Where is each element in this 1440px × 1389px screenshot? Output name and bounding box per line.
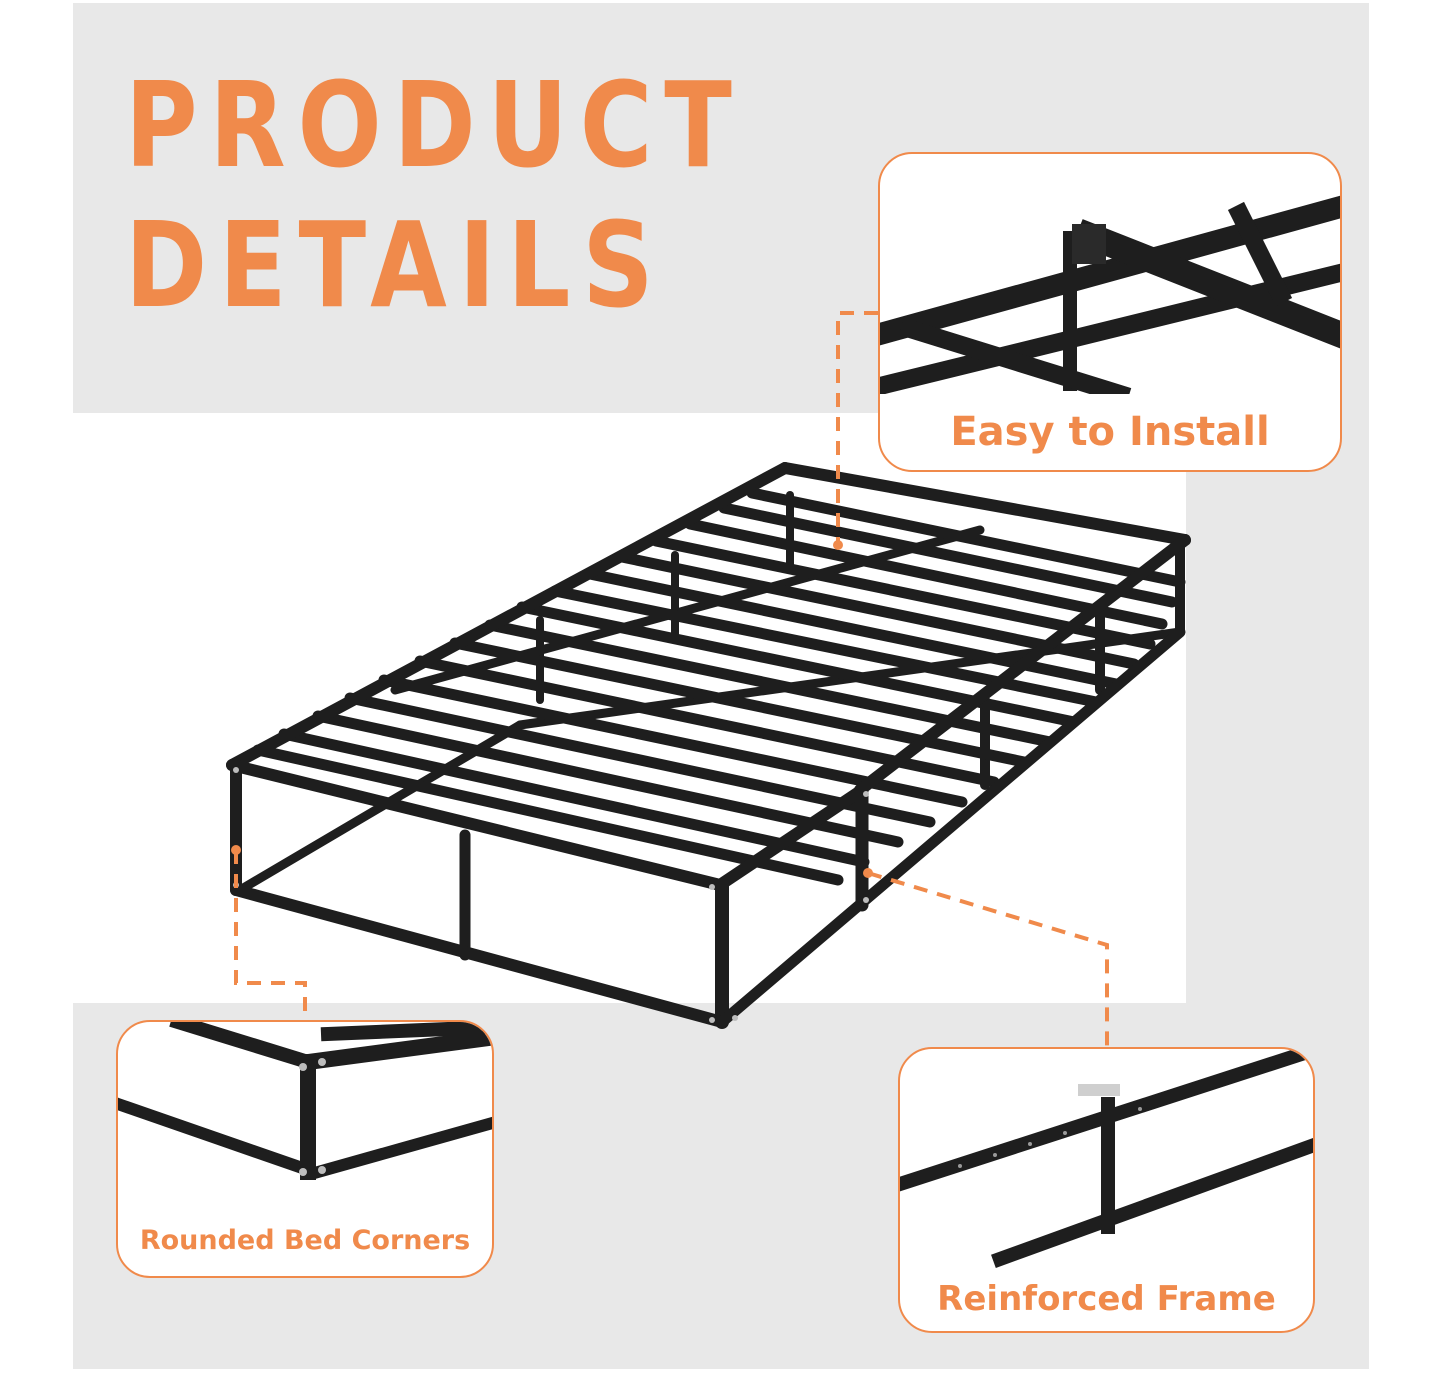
callout-rounded-corners: Rounded Bed Corners: [116, 1020, 494, 1278]
corners-caption: Rounded Bed Corners: [139, 1225, 471, 1256]
title-line-1: PRODUCT: [125, 56, 744, 194]
page-title: PRODUCT DETAILS: [125, 55, 744, 335]
frame-caption: Reinforced Frame: [937, 1279, 1276, 1319]
background-panel-right: [1186, 413, 1369, 1003]
callout-reinforced-frame: Reinforced Frame: [898, 1047, 1315, 1333]
corners-detail-image: [118, 1022, 492, 1180]
install-caption: Easy to Install: [950, 409, 1270, 455]
frame-detail-image: [900, 1049, 1313, 1268]
callout-easy-to-install: Easy to Install: [878, 152, 1342, 472]
title-line-2: DETAILS: [125, 196, 666, 334]
install-detail-image: [880, 195, 1340, 394]
